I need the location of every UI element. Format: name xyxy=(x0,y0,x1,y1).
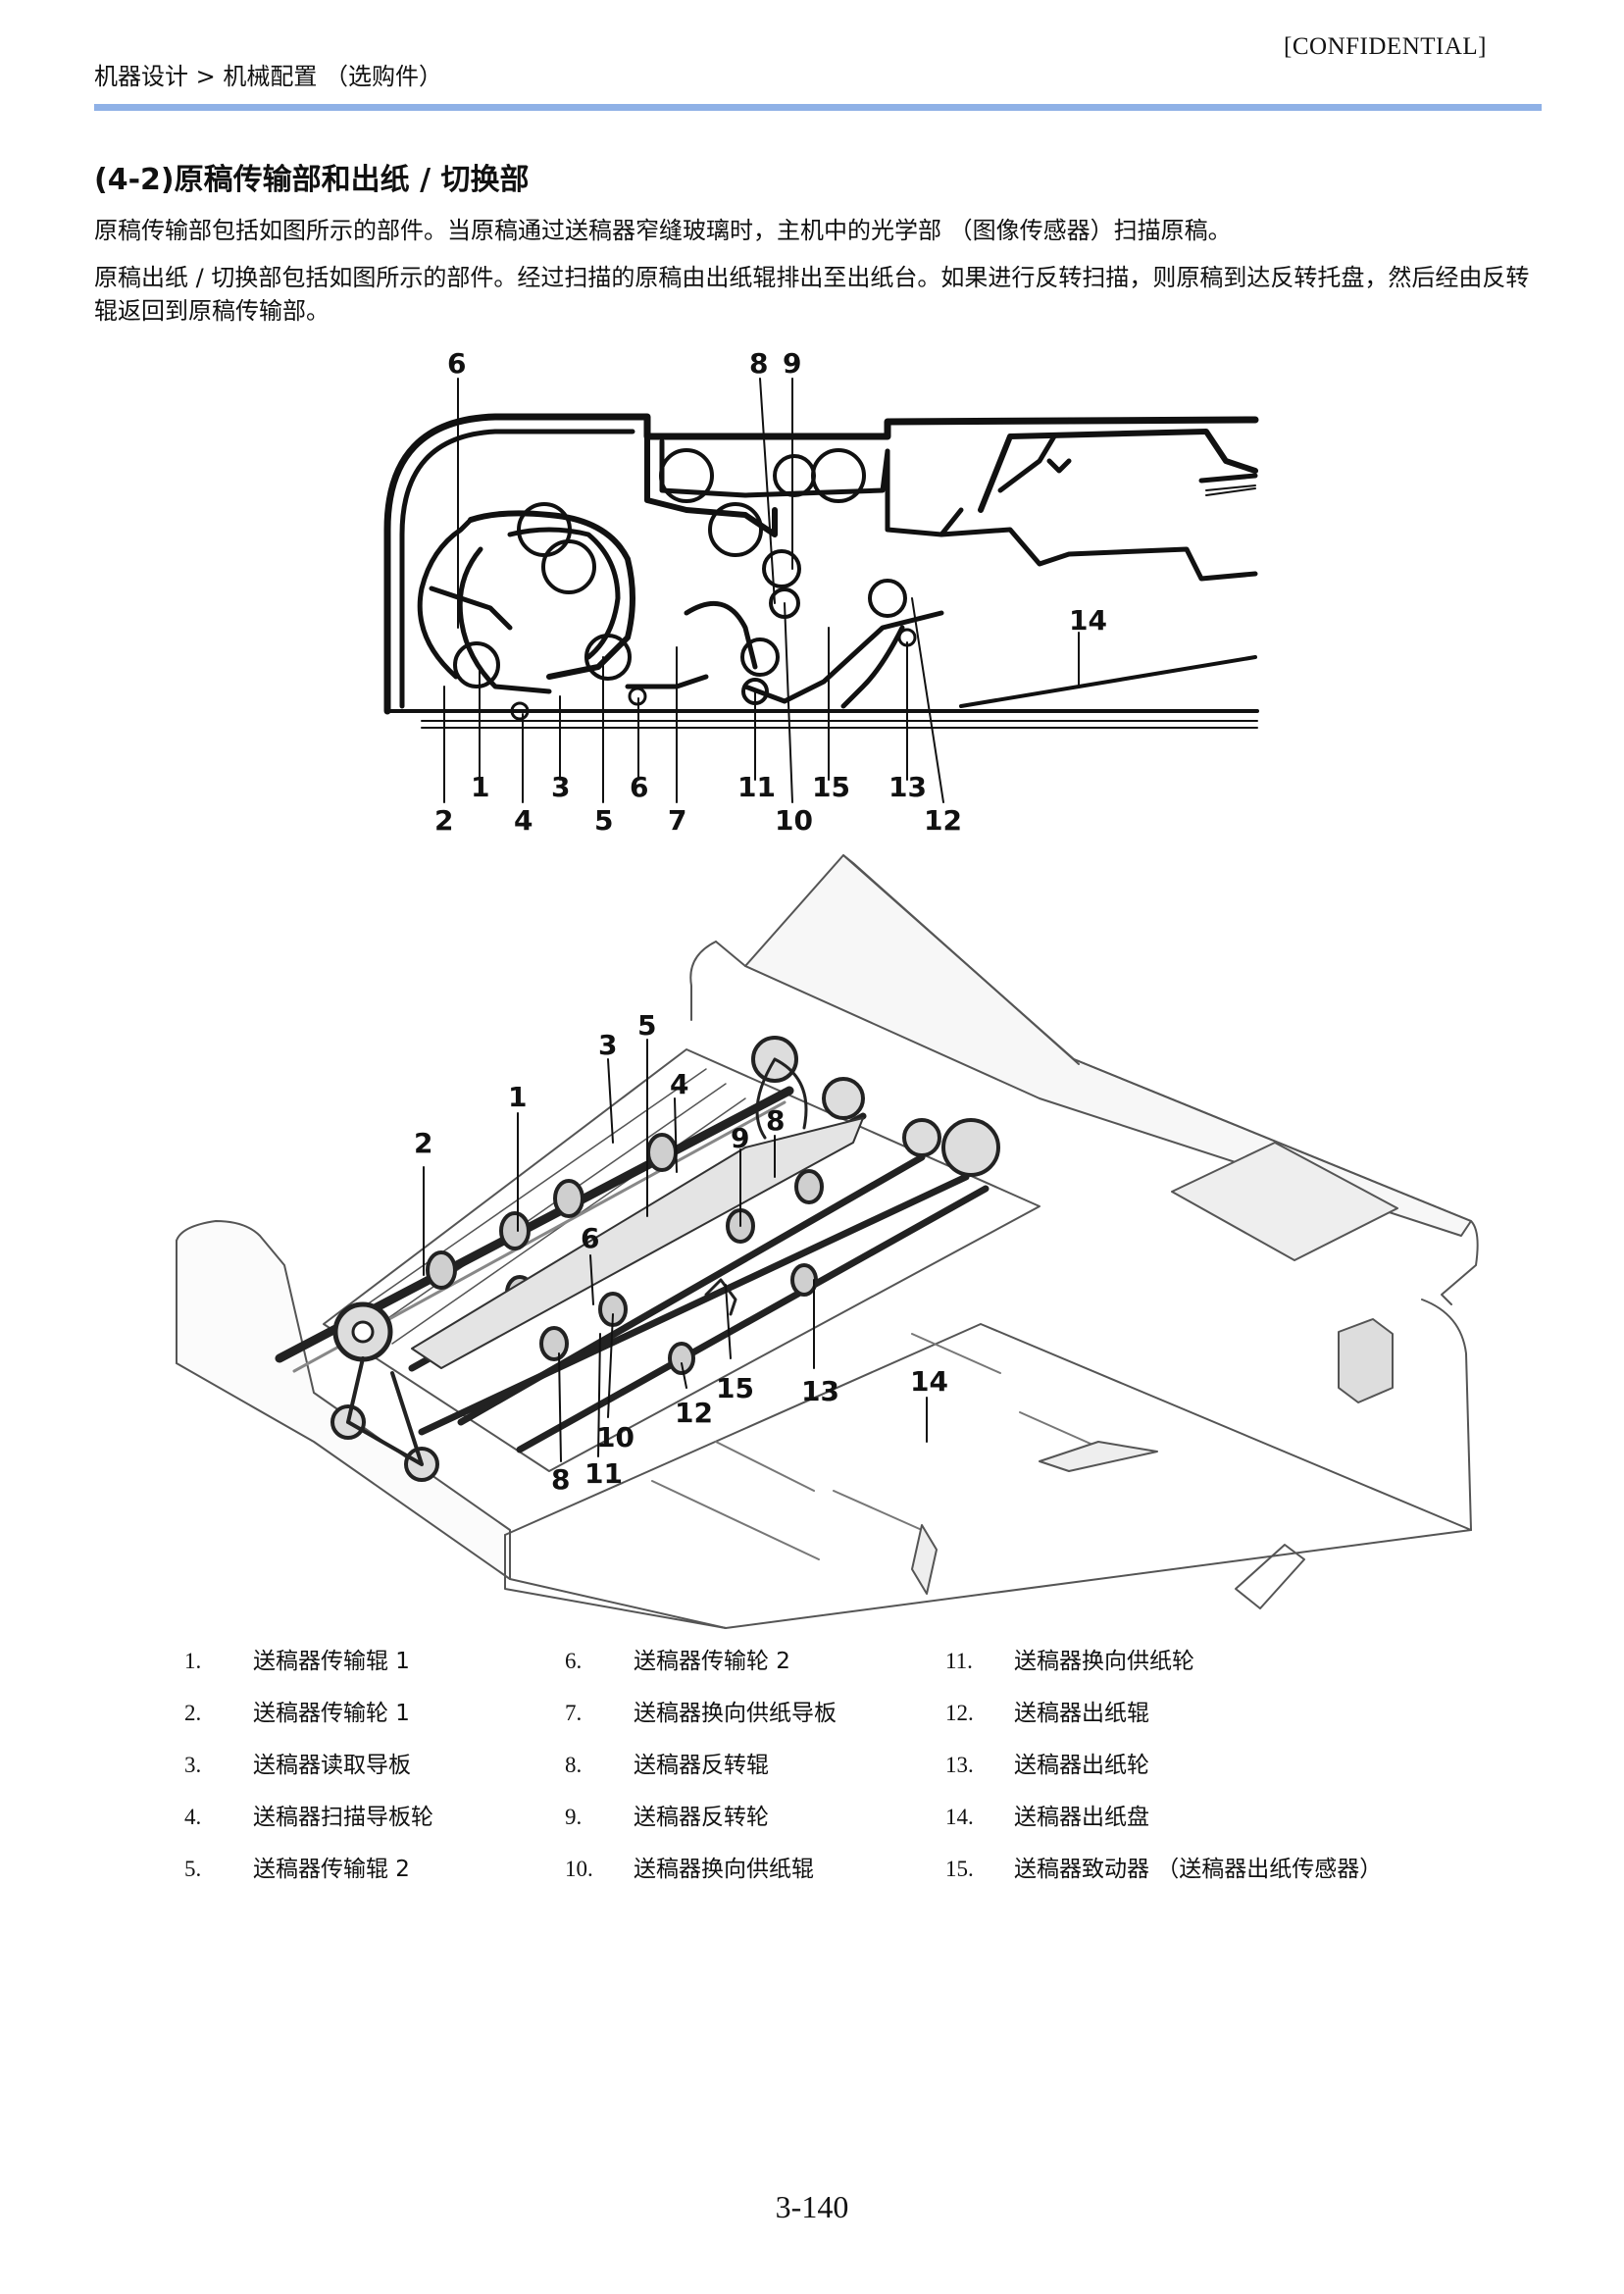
bottom-callout-11: 11 xyxy=(584,1457,623,1490)
legend-item: 7.送稿器换向供纸导板 xyxy=(565,1701,837,1726)
top-callout-6a: 6 xyxy=(447,347,466,380)
top-callout-9: 9 xyxy=(783,347,801,380)
bottom-callout-9: 9 xyxy=(731,1122,749,1154)
bottom-callout-8b: 8 xyxy=(551,1463,570,1496)
section-title: (4-2)原稿传输部和出纸 / 切换部 xyxy=(94,163,530,197)
bottom-callout-5: 5 xyxy=(637,1009,656,1042)
legend-item: 6.送稿器传输轮 2 xyxy=(565,1649,790,1674)
bottom-callout-2: 2 xyxy=(414,1127,432,1159)
top-callout-13: 13 xyxy=(888,771,927,803)
legend-item: 4.送稿器扫描导板轮 xyxy=(184,1805,433,1830)
legend-item: 11.送稿器换向供纸轮 xyxy=(945,1649,1194,1674)
top-callout-1: 1 xyxy=(471,771,489,803)
top-callout-4: 4 xyxy=(514,804,533,837)
top-callout-10: 10 xyxy=(775,804,813,837)
page-number: 3-140 xyxy=(775,2189,849,2224)
top-callout-6b: 6 xyxy=(630,771,648,803)
header-divider xyxy=(94,104,1542,111)
confidential-mark: [CONFIDENTIAL] xyxy=(1284,33,1487,60)
legend-item: 9.送稿器反转轮 xyxy=(565,1805,769,1830)
bottom-callout-14: 14 xyxy=(910,1365,948,1398)
legend-item: 3.送稿器读取导板 xyxy=(184,1753,411,1778)
top-callout-14: 14 xyxy=(1069,604,1107,637)
bottom-callout-8a: 8 xyxy=(766,1104,785,1137)
bottom-callout-15: 15 xyxy=(716,1372,754,1404)
top-callout-2: 2 xyxy=(434,804,453,837)
bottom-callout-12: 12 xyxy=(675,1397,713,1429)
bottom-callout-1: 1 xyxy=(508,1081,527,1113)
legend-item: 12.送稿器出纸辊 xyxy=(945,1701,1149,1726)
top-callout-11: 11 xyxy=(737,771,776,803)
paragraph-transport: 原稿传输部包括如图所示的部件。当原稿通过送稿器窄缝玻璃时，主机中的光学部 （图像… xyxy=(94,217,1232,244)
top-callout-12: 12 xyxy=(924,804,962,837)
bottom-callout-10: 10 xyxy=(596,1421,634,1453)
legend-item: 14.送稿器出纸盘 xyxy=(945,1805,1149,1830)
top-callout-3: 3 xyxy=(551,771,570,803)
bottom-callout-4: 4 xyxy=(670,1068,688,1100)
breadcrumb: 机器设计 > 机械配置 （选购件） xyxy=(94,63,442,90)
perspective-labels: 5 3 1 4 2 9 8 6 15 13 14 12 10 8 11 xyxy=(414,1009,948,1496)
legend-item: 13.送稿器出纸轮 xyxy=(945,1753,1149,1778)
paragraph-exit-switchback: 原稿出纸 / 切换部包括如图所示的部件。经过扫描的原稿由出纸辊排出至出纸台。如果… xyxy=(94,264,1530,325)
bottom-callout-6: 6 xyxy=(581,1222,599,1254)
bottom-callout-13: 13 xyxy=(801,1375,839,1407)
top-callout-15: 15 xyxy=(812,771,850,803)
legend-item: 1.送稿器传输辊 1 xyxy=(184,1649,410,1674)
top-callout-7: 7 xyxy=(668,804,686,837)
legend-item: 2.送稿器传输轮 1 xyxy=(184,1701,410,1726)
legend-item: 5.送稿器传输辊 2 xyxy=(184,1857,410,1882)
legend-item: 15.送稿器致动器 （送稿器出纸传感器） xyxy=(945,1857,1383,1882)
perspective-diagram xyxy=(176,854,1479,1629)
bottom-callout-3: 3 xyxy=(598,1029,617,1061)
top-callout-8: 8 xyxy=(749,347,768,380)
cross-section-diagram xyxy=(383,378,1259,803)
legend-item: 8.送稿器反转辊 xyxy=(565,1753,769,1778)
top-callout-5: 5 xyxy=(594,804,613,837)
cross-section-labels: 6 8 9 14 1 3 6 11 15 13 2 4 5 7 10 12 xyxy=(434,347,1107,837)
legend-item: 10.送稿器换向供纸辊 xyxy=(565,1857,814,1882)
